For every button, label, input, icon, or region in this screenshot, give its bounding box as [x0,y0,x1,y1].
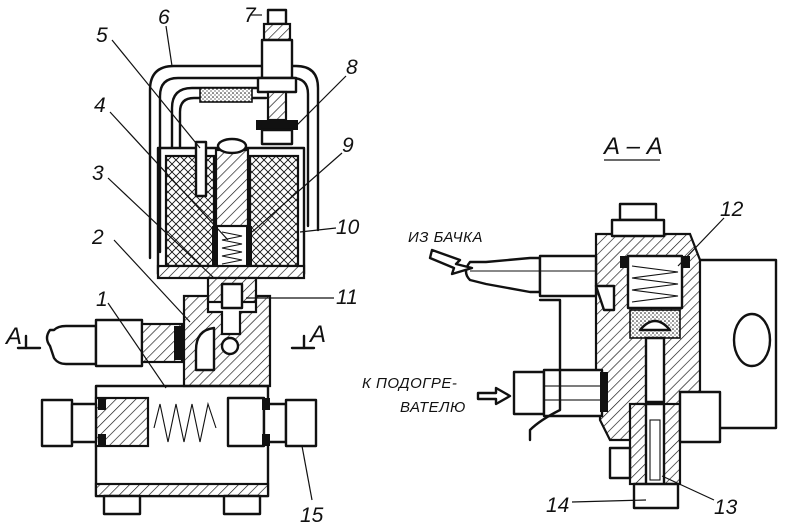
inlet-barb [464,256,542,294]
left-seal-bottom [98,434,106,446]
label-7: 7 [244,4,257,27]
section-view [464,202,778,510]
coil-bottom-plate [156,264,306,280]
section-title: А – А [602,133,663,160]
plunger-guide-left [212,226,218,274]
lead-pin [194,140,208,198]
central-passage [644,336,666,404]
check-ball-spring [649,419,661,481]
mounting-bracket [688,258,778,430]
part-numbers-left: 1 2 3 4 5 6 7 8 9 10 11 15 А А [4,4,360,527]
terminal-insulator [256,120,298,130]
inlet-seal [174,326,182,360]
insulation-sleeve [199,87,253,103]
return-spring [221,231,243,265]
top-nut [618,202,658,222]
foot-left [102,494,142,516]
leader-lines-right [571,217,725,503]
label-10: 10 [336,216,360,239]
lower-nut [632,482,680,510]
side-lug [528,298,562,442]
left-washer [70,402,98,444]
flow-arrows [428,248,512,406]
inlet-flow-arrow-icon [428,248,474,276]
terminal-washer [256,76,298,94]
terminal-nut [266,8,288,26]
label-14: 14 [546,494,569,517]
terminal-post [266,90,288,122]
left-bolt-head [40,398,74,448]
label-9: 9 [342,134,354,157]
outlet-callout-line1: К ПОДОГРЕ- [362,375,457,392]
inlet-nozzle [45,324,98,366]
label-3: 3 [92,162,104,185]
wire-tube-inner [178,96,268,150]
main-view [16,8,320,516]
cover-housing [148,64,320,260]
left-seal-top [98,398,106,410]
label-13: 13 [714,496,738,519]
lower-side-lug [608,446,632,480]
label-15: 15 [300,504,324,527]
right-seal-top [262,398,270,410]
coil-winding-left [164,154,216,268]
label-2: 2 [91,226,104,249]
label-4: 4 [94,94,106,117]
right-seal-bottom [262,434,270,446]
chamber-seal-left [620,256,628,268]
inlet-nut-section [538,254,598,298]
label-11: 11 [336,286,358,309]
top-plug [610,218,666,238]
inlet-callout: ИЗ БАЧКА [408,229,483,246]
section-labels: А – А 12 13 14 ИЗ БАЧКА К ПОДОГРЕ- ВАТЕЛ… [362,133,744,519]
pivot-pin [220,336,240,356]
filter-cap [638,319,672,332]
leader-lines-left [107,14,347,501]
stop-core [214,148,250,228]
plunger-guide-right [246,226,252,274]
outlet-flow-arrow-icon [476,386,512,406]
foot-right [222,494,262,516]
chamber-bottom [94,482,270,498]
label-8: 8 [346,56,358,79]
terminal-body [260,38,294,80]
wire-tube [170,86,268,150]
terminal-stud [262,22,292,42]
right-cap [226,396,266,448]
outlet-nozzle [512,370,546,416]
inlet-channel [594,284,616,312]
cover-housing-inner [158,76,310,254]
spring-chamber [626,254,684,310]
right-bolt-head [284,398,318,448]
chamber-seal-right [682,256,690,268]
outlet-seal [600,372,608,412]
coil-winding-right [248,154,300,268]
label-1: 1 [96,288,108,311]
outlet-right-lug [678,390,722,444]
valve-seat [220,282,244,310]
outlet-nut [542,368,604,418]
body-inner-void [194,326,216,372]
outlet-callout-line2: ВАТЕЛЮ [400,399,466,416]
valve-spring-12 [631,265,679,303]
label-5: 5 [96,24,108,47]
core-screw-head [216,137,248,155]
bracket-hole [732,312,772,368]
label-6: 6 [158,6,170,29]
filter-spring [153,401,217,443]
section-marker-right: А [308,321,326,348]
label-12: 12 [720,198,744,221]
section-marker-left: А [4,323,22,350]
terminal-nut-lower [260,128,294,146]
